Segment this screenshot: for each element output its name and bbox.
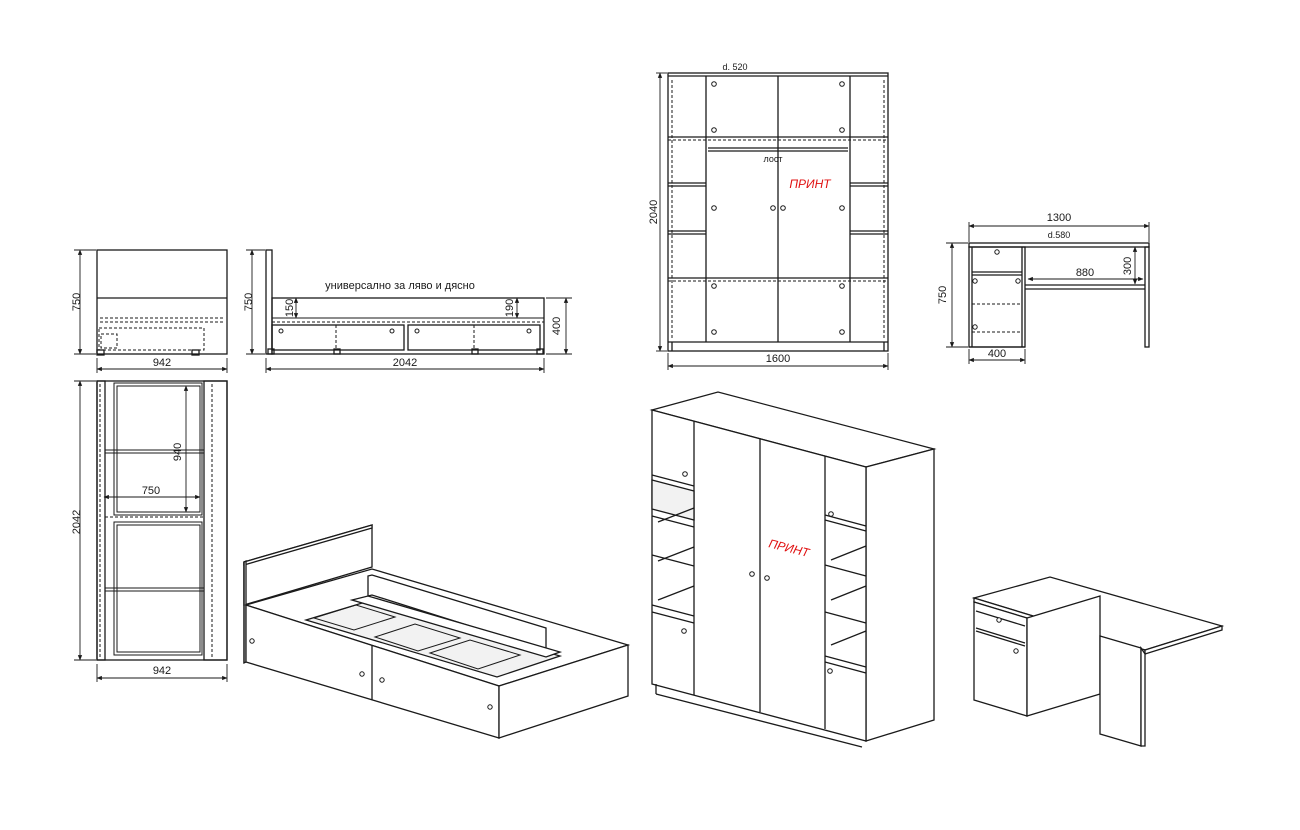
bed-front-height-label: 750 [71, 293, 83, 311]
bed-front-width-label: 942 [153, 357, 171, 369]
bed-side-foot-height: 400 [551, 317, 563, 335]
wardrobe-front-view [656, 72, 889, 370]
desk-isometric [971, 576, 1225, 747]
bed-side-dim-150: 150 [284, 299, 296, 317]
bed-isometric [243, 524, 631, 739]
bed-top-length-label: 2042 [71, 510, 83, 534]
wardrobe-width-label: 1600 [766, 353, 790, 365]
bed-top-width-label: 942 [153, 665, 171, 677]
bed-front-view [74, 249, 228, 373]
bed-side-length-label: 2042 [393, 357, 417, 369]
desk-depth-label: d.580 [1048, 230, 1071, 240]
bed-side-dim-190: 190 [504, 299, 516, 317]
bed-top-inner-height: 940 [172, 443, 184, 461]
bed-top-view [74, 380, 228, 682]
bed-side-view [246, 249, 572, 373]
bed-side-note: универсално за ляво и дясно [325, 280, 475, 292]
wardrobe-height-label: 2040 [648, 200, 660, 224]
desk-leg-width-label: 400 [988, 348, 1006, 360]
wardrobe-isometric [649, 391, 937, 748]
desk-front-view [946, 222, 1150, 364]
bed-top-inner-width: 750 [142, 485, 160, 497]
desk-width-label: 1300 [1047, 212, 1071, 224]
bed-side-head-height: 750 [243, 293, 255, 311]
desk-span-label: 880 [1076, 267, 1094, 279]
wardrobe-rod-label: лост [764, 154, 783, 164]
wardrobe-depth-label: d. 520 [722, 62, 747, 72]
wardrobe-front-print-label: ПРИНТ [789, 177, 832, 191]
desk-height-label: 750 [937, 286, 949, 304]
desk-drawer-height-label: 300 [1122, 257, 1134, 275]
